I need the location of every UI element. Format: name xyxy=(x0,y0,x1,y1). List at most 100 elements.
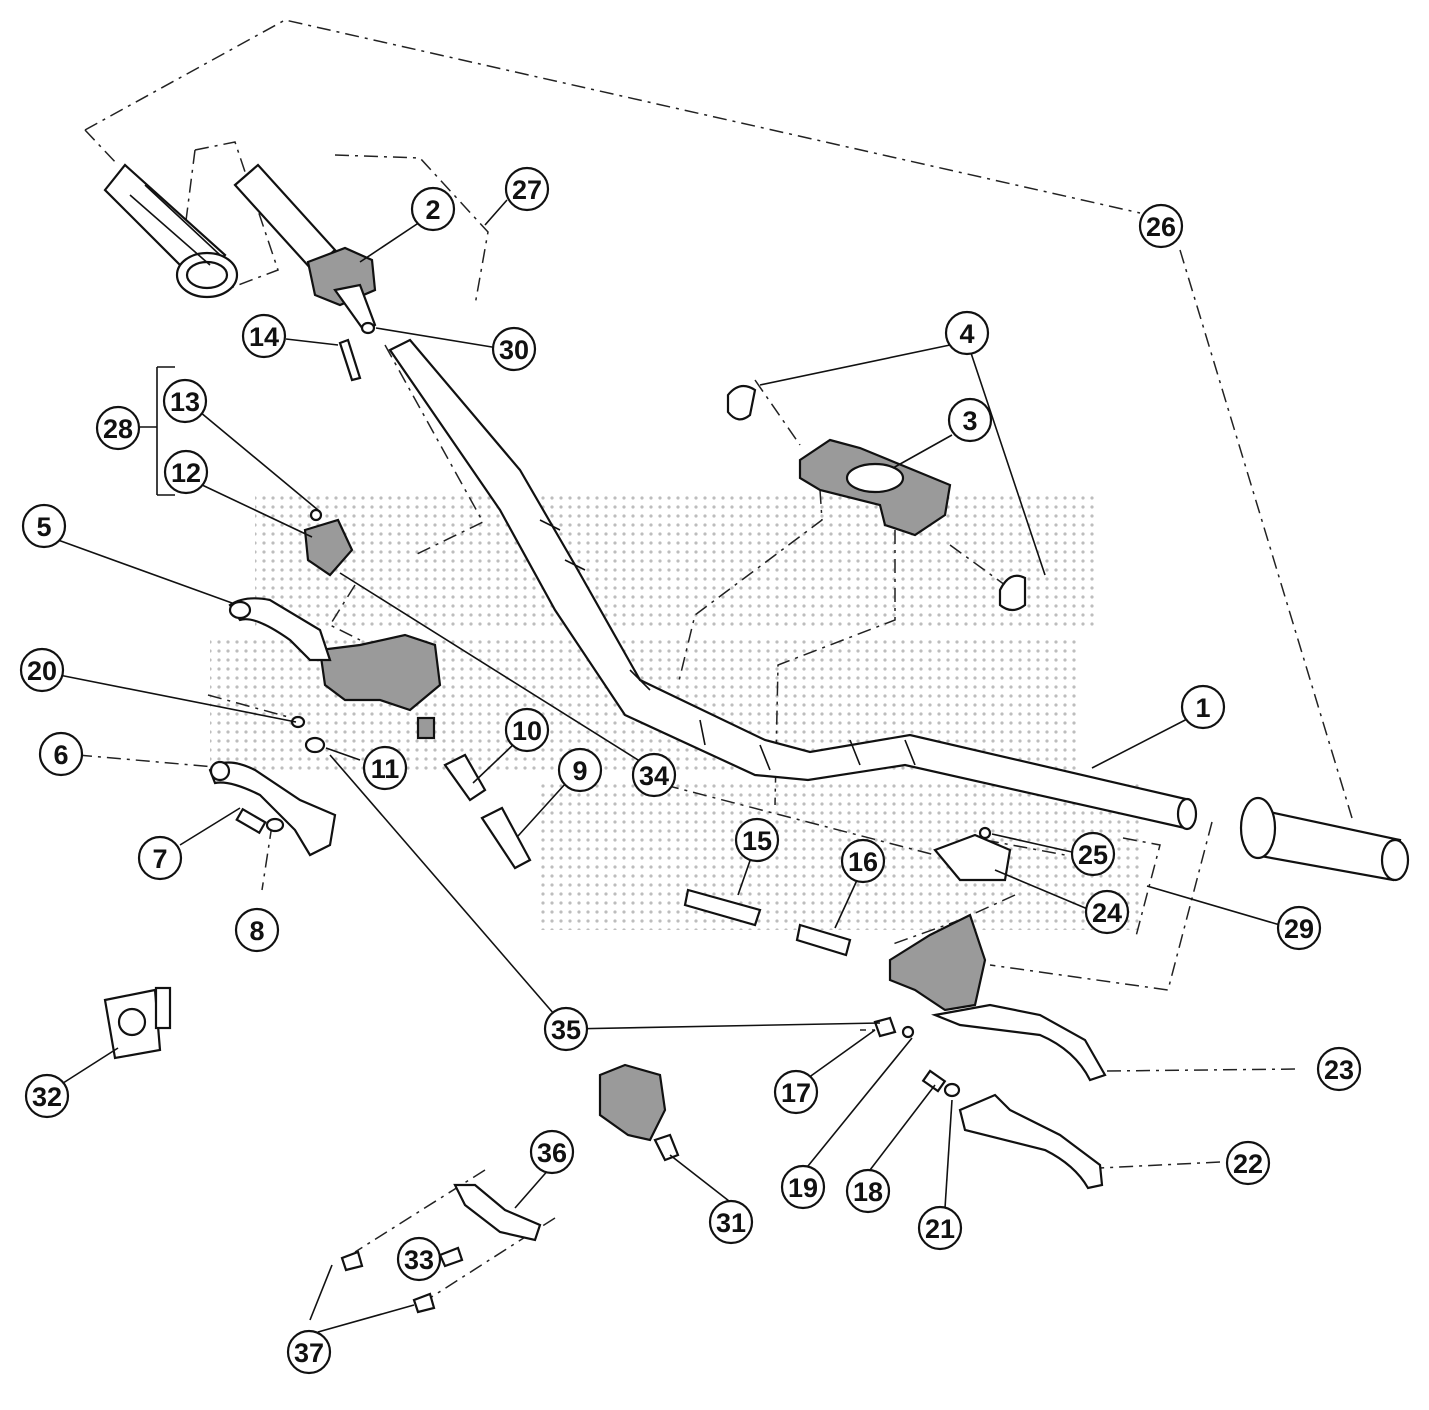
callout-number: 19 xyxy=(788,1173,818,1203)
callout-number: 21 xyxy=(925,1214,955,1244)
callout-number: 17 xyxy=(781,1078,811,1108)
callout-number: 28 xyxy=(103,414,133,444)
callout-10: 10 xyxy=(504,707,550,753)
callout-17: 17 xyxy=(773,1069,819,1115)
left-master-cylinder xyxy=(228,518,442,740)
callout-circle xyxy=(504,166,550,212)
callout-number: 1 xyxy=(1195,693,1210,723)
callout-circle xyxy=(410,186,456,232)
switch-box-32 xyxy=(103,986,172,1060)
callout-circle xyxy=(286,1329,332,1375)
callout-circle xyxy=(21,503,67,549)
callout-number: 9 xyxy=(572,756,587,786)
callout-29: 29 xyxy=(1276,905,1322,951)
leader-lines xyxy=(43,199,1281,1333)
callout-21: 21 xyxy=(917,1205,963,1251)
callout-circle xyxy=(845,1168,891,1214)
small-fasteners xyxy=(290,321,992,1039)
callout-34: 34 xyxy=(631,752,677,798)
callout-27: 27 xyxy=(504,166,550,212)
callout-circle xyxy=(19,647,65,693)
callout-5: 5 xyxy=(21,503,67,549)
callout-circle xyxy=(557,747,603,793)
callout-number: 31 xyxy=(716,1208,746,1238)
right-master-cylinder xyxy=(888,833,1107,1082)
callout-32: 32 xyxy=(24,1073,70,1119)
callout-circle xyxy=(708,1199,754,1245)
callout-circle xyxy=(137,835,183,881)
left-grip xyxy=(103,163,239,299)
callout-24: 24 xyxy=(1084,889,1130,935)
callout-circle xyxy=(241,313,287,359)
callout-number: 24 xyxy=(1092,898,1122,928)
brake-lever-22 xyxy=(921,1069,1104,1190)
callout-7: 7 xyxy=(137,835,183,881)
callout-circle xyxy=(1180,684,1226,730)
callout-26: 26 xyxy=(1138,203,1184,249)
throttle-grip xyxy=(233,163,377,334)
callout-33: 33 xyxy=(396,1236,442,1282)
callout-circle xyxy=(543,1006,589,1052)
callout-circle xyxy=(163,449,209,495)
callout-circle xyxy=(1070,831,1116,877)
handlebar-clamp xyxy=(726,384,1027,612)
callout-15: 15 xyxy=(734,817,780,863)
callout-number: 33 xyxy=(404,1245,434,1275)
callout-circle xyxy=(362,745,408,791)
callout-35: 35 xyxy=(543,1006,589,1052)
callout-number: 20 xyxy=(27,656,57,686)
callout-number: 16 xyxy=(848,847,878,877)
callout-circle xyxy=(162,378,208,424)
callout-18: 18 xyxy=(845,1168,891,1214)
callout-circle xyxy=(780,1164,826,1210)
callout-circle xyxy=(491,326,537,372)
part-callouts: 1234567891011121314151617181920212223242… xyxy=(19,166,1362,1375)
callout-circle xyxy=(504,707,550,753)
callout-number: 30 xyxy=(499,335,529,365)
callout-number: 27 xyxy=(512,175,542,205)
callout-8: 8 xyxy=(234,907,280,953)
callout-28: 28 xyxy=(95,405,141,451)
callout-circle xyxy=(1276,905,1322,951)
callout-number: 4 xyxy=(959,319,974,349)
callout-circle xyxy=(529,1129,575,1175)
callout-16: 16 xyxy=(840,838,886,884)
callout-number: 8 xyxy=(249,916,264,946)
callout-number: 7 xyxy=(152,844,167,874)
callout-9: 9 xyxy=(557,747,603,793)
callout-number: 23 xyxy=(1324,1055,1354,1085)
callout-20: 20 xyxy=(19,647,65,693)
callout-22: 22 xyxy=(1225,1140,1271,1186)
handlebar-tube xyxy=(388,338,1198,831)
callout-number: 6 xyxy=(53,740,68,770)
callout-6: 6 xyxy=(38,731,84,777)
assembly-lines xyxy=(77,19,1353,1299)
callout-number: 14 xyxy=(249,322,279,352)
callout-number: 25 xyxy=(1078,840,1108,870)
callout-number: 12 xyxy=(171,458,201,488)
callout-number: 5 xyxy=(36,512,51,542)
callout-number: 15 xyxy=(742,826,772,856)
callout-number: 35 xyxy=(551,1015,581,1045)
callout-number: 22 xyxy=(1233,1149,1263,1179)
callout-circle xyxy=(840,838,886,884)
callout-circle xyxy=(396,1236,442,1282)
callout-number: 26 xyxy=(1146,212,1176,242)
callout-circle xyxy=(773,1069,819,1115)
callout-4: 4 xyxy=(944,310,990,356)
switch-housing-31 xyxy=(598,1063,680,1162)
callout-number: 11 xyxy=(371,754,400,784)
callout-11: 11 xyxy=(362,745,408,791)
piston-parts-left xyxy=(304,736,532,870)
callout-number: 10 xyxy=(512,716,542,746)
bracket-36 xyxy=(340,1183,542,1314)
callout-number: 18 xyxy=(853,1177,883,1207)
callout-circle xyxy=(24,1073,70,1119)
callout-circle xyxy=(944,310,990,356)
callout-37: 37 xyxy=(286,1329,332,1375)
callout-14: 14 xyxy=(241,313,287,359)
callout-circle xyxy=(734,817,780,863)
callout-36: 36 xyxy=(529,1129,575,1175)
callout-number: 36 xyxy=(537,1138,567,1168)
clutch-lever-6 xyxy=(208,760,337,857)
